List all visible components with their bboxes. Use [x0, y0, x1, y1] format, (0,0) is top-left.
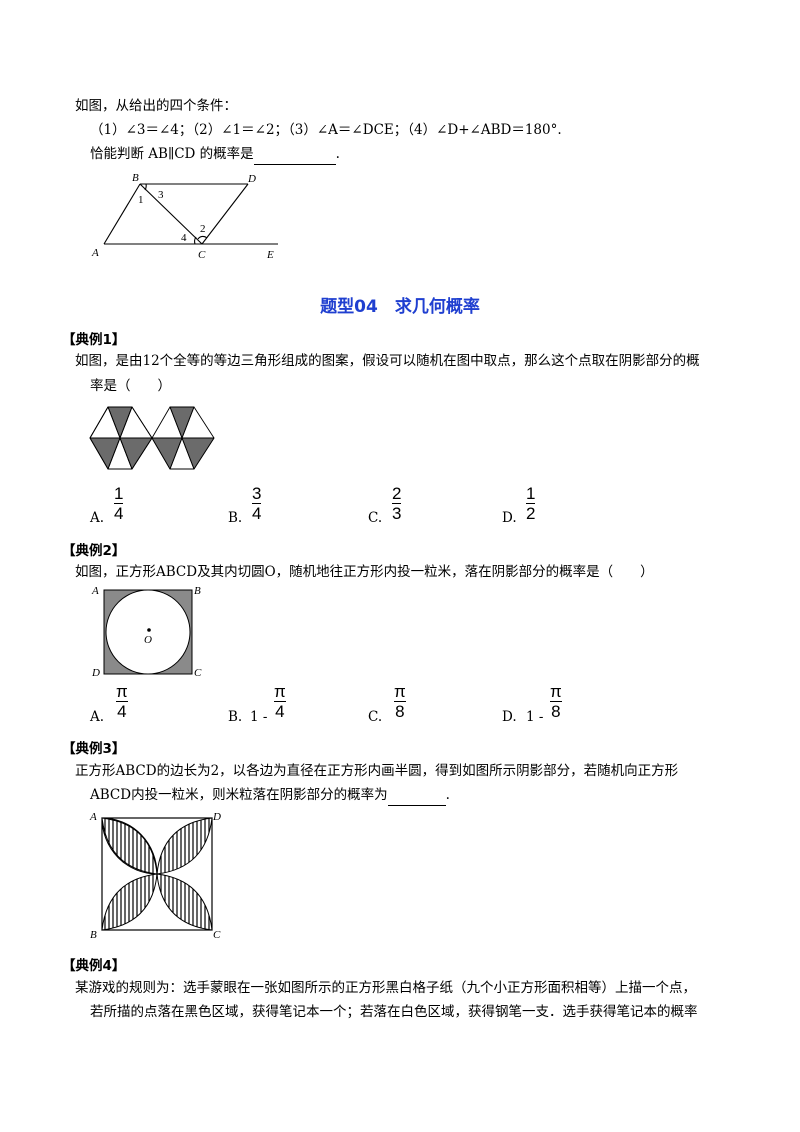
label-c: C — [198, 249, 206, 261]
ex3-line2-text: ABCD内投一粒米，则米粒落在阴影部分的概率为 — [90, 787, 388, 803]
q1-conditions: （1）∠3＝∠4；（2）∠1＝∠2；（3）∠A＝∠DCE；（4）∠D+∠ABD＝… — [90, 122, 562, 138]
denominator: 4 — [114, 503, 124, 523]
numerator: 1 — [114, 484, 124, 503]
numerator: π — [550, 682, 562, 701]
label-d: D — [212, 811, 221, 823]
angle-3: 3 — [158, 189, 164, 201]
ex2-option-c-letter[interactable]: C. — [368, 709, 383, 725]
numerator: 1 — [526, 484, 536, 503]
denominator: 8 — [394, 701, 406, 721]
label-d: D — [91, 667, 100, 679]
denominator: 4 — [116, 701, 128, 721]
ex2-option-d-letter[interactable]: D. — [502, 709, 517, 725]
numerator: π — [394, 682, 406, 701]
denominator: 2 — [526, 503, 536, 523]
label-c: C — [194, 667, 202, 679]
square-semicircles-figure: A D B C — [89, 811, 221, 940]
numerator: 2 — [392, 484, 402, 503]
label-a: A — [89, 811, 97, 823]
ex1-option-a-letter[interactable]: A. — [90, 510, 105, 526]
numerator: π — [274, 682, 286, 701]
ex4-tag: 【典例4】 — [62, 958, 126, 974]
parallelogram-figure: B D A C E 1 3 4 2 — [91, 172, 278, 261]
ex1-option-b-letter[interactable]: B. — [228, 510, 243, 526]
ex3-line1: 正方形ABCD的边长为2，以各边为直径在正方形内画半圆，得到如图所示阴影部分，若… — [75, 763, 679, 779]
label-b: B — [132, 172, 139, 184]
label-a: A — [91, 247, 99, 259]
angle-1: 1 — [138, 194, 144, 206]
ex2-line1: 如图，正方形ABCD及其内切圆O，随机地往正方形内投一粒米，落在阴影部分的概率是… — [75, 564, 654, 580]
ex2-tag: 【典例2】 — [62, 543, 126, 559]
ex1-line2: 率是（ ） — [90, 378, 171, 394]
label-a: A — [91, 585, 99, 597]
ex1-option-c-letter[interactable]: C. — [368, 510, 383, 526]
denominator: 4 — [274, 701, 286, 721]
label-d: D — [247, 173, 256, 185]
ex3-end: . — [445, 787, 450, 803]
ex2-option-b-prefix: 1 - — [250, 709, 268, 725]
denominator: 3 — [392, 503, 402, 523]
denominator: 8 — [550, 701, 562, 721]
square-incircle-figure: A B C D O — [91, 585, 202, 679]
ex4-line1: 某游戏的规则为：选手蒙眼在一张如图所示的正方形黑白格子纸（九个小正方形面积相等）… — [75, 980, 696, 996]
label-b: B — [194, 585, 201, 597]
ex2-option-d-prefix: 1 - — [526, 709, 544, 725]
label-b: B — [90, 929, 97, 940]
answer-blank[interactable] — [253, 144, 336, 165]
ex1-tag: 【典例1】 — [62, 332, 126, 348]
numerator: 3 — [252, 484, 262, 503]
ex3-tag: 【典例3】 — [62, 741, 126, 757]
label-e: E — [266, 249, 274, 261]
q1-question: 恰能判断 AB∥CD 的概率是 . — [90, 144, 340, 165]
ex1-option-d-letter[interactable]: D. — [502, 510, 517, 526]
q1-intro: 如图，从给出的四个条件： — [75, 98, 237, 114]
ex2-option-b-letter[interactable]: B. — [228, 709, 243, 725]
denominator: 4 — [252, 503, 262, 523]
q1-end: . — [335, 146, 340, 162]
hexagon-triangles-figure — [89, 406, 215, 470]
q1-question-text: 恰能判断 AB∥CD 的概率是 — [90, 146, 254, 162]
label-c: C — [213, 929, 221, 940]
angle-4: 4 — [181, 232, 187, 244]
label-o: O — [144, 634, 152, 646]
answer-blank[interactable] — [387, 785, 446, 806]
section-title: 题型04 求几何概率 — [320, 297, 480, 317]
ex1-line1: 如图，是由12个全等的等边三角形组成的图案，假设可以随机在图中取点，那么这个点取… — [75, 353, 700, 369]
ex4-line2: 若所描的点落在黑色区域，获得笔记本一个；若落在白色区域，获得钢笔一支．选手获得笔… — [90, 1004, 698, 1020]
ex2-option-a-letter[interactable]: A. — [90, 709, 105, 725]
angle-2: 2 — [200, 223, 206, 235]
ex3-line2: ABCD内投一粒米，则米粒落在阴影部分的概率为 . — [90, 785, 450, 806]
numerator: π — [116, 682, 128, 701]
